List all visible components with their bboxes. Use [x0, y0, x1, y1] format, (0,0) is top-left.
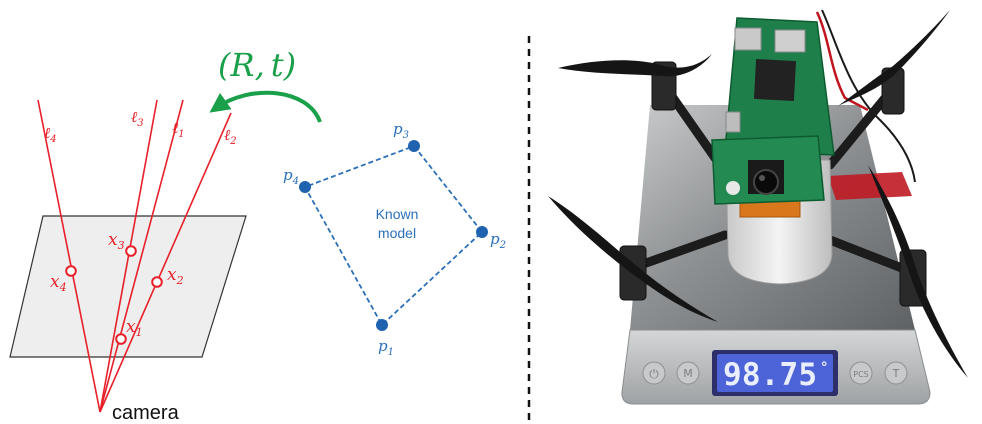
- red-wire: [815, 11, 869, 112]
- line-label-l3: ℓ3: [131, 108, 144, 129]
- line-label-l1: ℓ1: [172, 119, 185, 140]
- scale-display: [717, 354, 833, 392]
- model-label-p2: p2: [490, 230, 506, 251]
- line-label-l2: ℓ2: [224, 126, 237, 147]
- model-point-p4: [299, 181, 311, 193]
- camera-lens-reflection: [759, 175, 765, 181]
- mode-button-label: M: [683, 367, 693, 380]
- power-button: [642, 361, 666, 385]
- board-usb-port: [725, 111, 741, 133]
- image-plane: [9, 215, 247, 358]
- ray-l2: [99, 112, 232, 413]
- camera-lens: [753, 169, 779, 195]
- point-label-x3: x3: [108, 230, 125, 252]
- model-label-p4: p4: [283, 166, 299, 187]
- pcs-button: [849, 361, 873, 385]
- image-point-x3: [125, 245, 137, 257]
- camera-module: [711, 135, 825, 205]
- model-label-p3: p3: [393, 120, 409, 141]
- black-wire: [821, 9, 916, 183]
- image-point-x2: [151, 276, 163, 288]
- model-point-p2: [476, 226, 488, 238]
- board-sd-slot: [734, 27, 762, 51]
- point-label-x2: x2: [167, 265, 184, 287]
- image-point-x1: [115, 333, 127, 345]
- pi-zero-board: [724, 17, 835, 156]
- power-button-label: ⏻: [649, 367, 659, 381]
- known-model-outline: [303, 144, 484, 327]
- mode-button: [676, 361, 700, 385]
- red-tape: [828, 172, 912, 200]
- scale-buttons: ⏻ M PCS T: [642, 361, 908, 385]
- camera-label: camera: [112, 402, 180, 424]
- scale-unit-mark: °: [820, 360, 828, 376]
- point-label-x1: x1: [126, 317, 143, 339]
- board-wifi-module: [774, 29, 806, 53]
- raspberry-logo: [726, 181, 740, 195]
- ray-l4: [37, 99, 101, 413]
- model-label-p1: p1: [378, 337, 394, 358]
- model-caption-line2: model: [378, 225, 416, 241]
- arm-back-right: [825, 87, 895, 170]
- image-points: [65, 245, 163, 345]
- model-point-p1: [376, 319, 388, 331]
- drone-photo: ⏻ M PCS T 98.75 °: [548, 9, 968, 405]
- arm-front-right: [825, 235, 917, 277]
- arm-front-left: [627, 230, 730, 273]
- propeller-front-left: [548, 196, 718, 322]
- pose-label: (R,t): [218, 46, 296, 84]
- ray-l1: [99, 99, 184, 413]
- model-points: [299, 140, 488, 331]
- propeller-back-left: [558, 54, 712, 77]
- scale-reading: 98.75: [723, 357, 817, 393]
- propeller-front-right: [868, 165, 968, 378]
- tare-button-label: T: [892, 367, 900, 380]
- model-point-p3: [408, 140, 420, 152]
- board-chip: [753, 58, 797, 102]
- tare-button: [884, 361, 908, 385]
- model-caption-line1: Known: [376, 206, 419, 222]
- image-point-x4: [65, 265, 77, 277]
- point-label-x4: x4: [50, 272, 67, 294]
- pcs-button-label: PCS: [853, 370, 869, 379]
- pose-arrow: [209, 90, 322, 123]
- projection-diagram: ℓ4 ℓ3 ℓ1 ℓ2 x1 x2 x3 x4 camera (R,t) p1 …: [9, 46, 506, 424]
- propellers: [548, 10, 968, 378]
- line-label-l4: ℓ4: [44, 124, 57, 145]
